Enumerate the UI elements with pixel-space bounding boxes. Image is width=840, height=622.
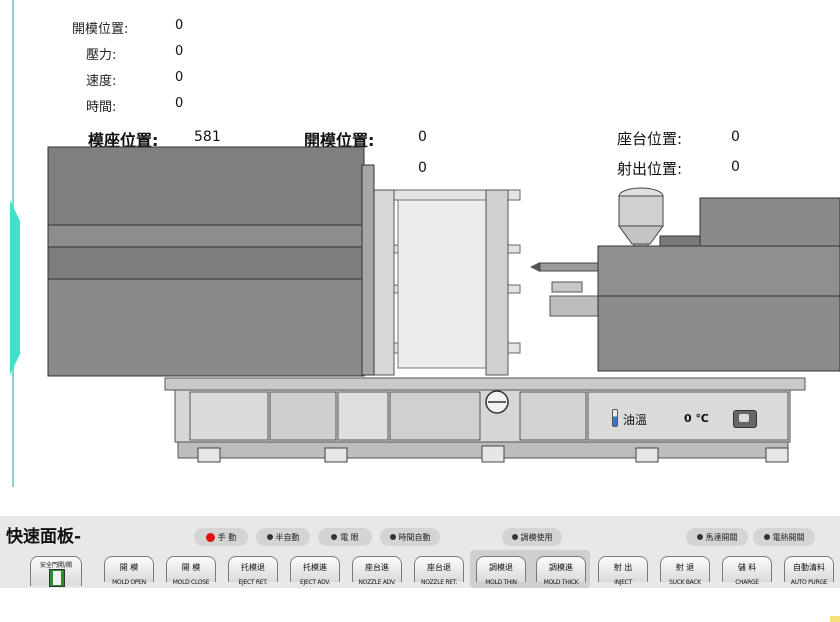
temperature-display: 0 ℃ — [684, 412, 709, 425]
status-dot-icon — [266, 534, 273, 540]
mode-indicator-semi-auto[interactable]: 半自動 — [256, 528, 310, 546]
heater-switch-indicator[interactable]: 電熱開關 — [753, 528, 815, 546]
inject-position-value: 0 — [731, 159, 740, 175]
pressure-label: 壓力: — [86, 48, 117, 63]
speed-value: 0 — [175, 70, 184, 85]
mold-seat-position-label: 模座位置: — [88, 131, 159, 150]
safety-door-label: 安全門開/關 — [39, 562, 73, 569]
mold-open-position-value: 0 — [175, 18, 184, 33]
time-value: 0 — [175, 96, 184, 111]
status-dot-icon — [511, 534, 518, 540]
mold-open-position-label: 開模位置: — [72, 22, 129, 37]
side-drawer-handle[interactable] — [10, 200, 20, 375]
corner-marker — [830, 616, 840, 622]
inject-position-label: 射出位置: — [617, 160, 683, 178]
motor-switch-indicator[interactable]: 馬達開關 — [686, 528, 748, 546]
quick-panel-title: 快速面板- — [6, 527, 82, 547]
status-dot-icon — [696, 534, 703, 540]
motor-icon — [733, 410, 757, 428]
status-dot-icon — [331, 534, 338, 540]
status-dot-icon — [205, 532, 215, 542]
speed-label: 速度: — [86, 74, 117, 89]
carriage-position-label: 座台位置: — [617, 130, 683, 148]
safety-door-button[interactable]: 安全門開/關 — [30, 556, 82, 587]
status-dot-icon — [763, 534, 770, 540]
injection-machine-diagram: 油溫 0 ℃ — [47, 146, 840, 463]
mode-indicator-manual[interactable]: 手 動 — [194, 528, 248, 546]
mode-indicator-time-auto[interactable]: 時間自動 — [380, 528, 440, 546]
carriage-position-value: 0 — [731, 129, 740, 145]
mode-indicator-photo-eye[interactable]: 電 眼 — [318, 528, 372, 546]
mold-open-position2-value: 0 — [418, 129, 427, 145]
oil-temperature-label: 油溫 — [623, 413, 648, 427]
mold-adjust-indicator[interactable]: 調模使用 — [502, 528, 562, 546]
machine-illustration — [47, 146, 840, 463]
hidden-position-value: 0 — [418, 160, 427, 176]
mold-open-position2-label: 開模位置: — [304, 131, 375, 150]
thermometer-icon — [612, 409, 618, 427]
time-label: 時間: — [86, 100, 117, 115]
mold-seat-position-value: 581 — [194, 129, 221, 145]
pressure-value: 0 — [175, 44, 184, 59]
door-icon — [49, 569, 65, 587]
status-dot-icon — [389, 534, 396, 540]
